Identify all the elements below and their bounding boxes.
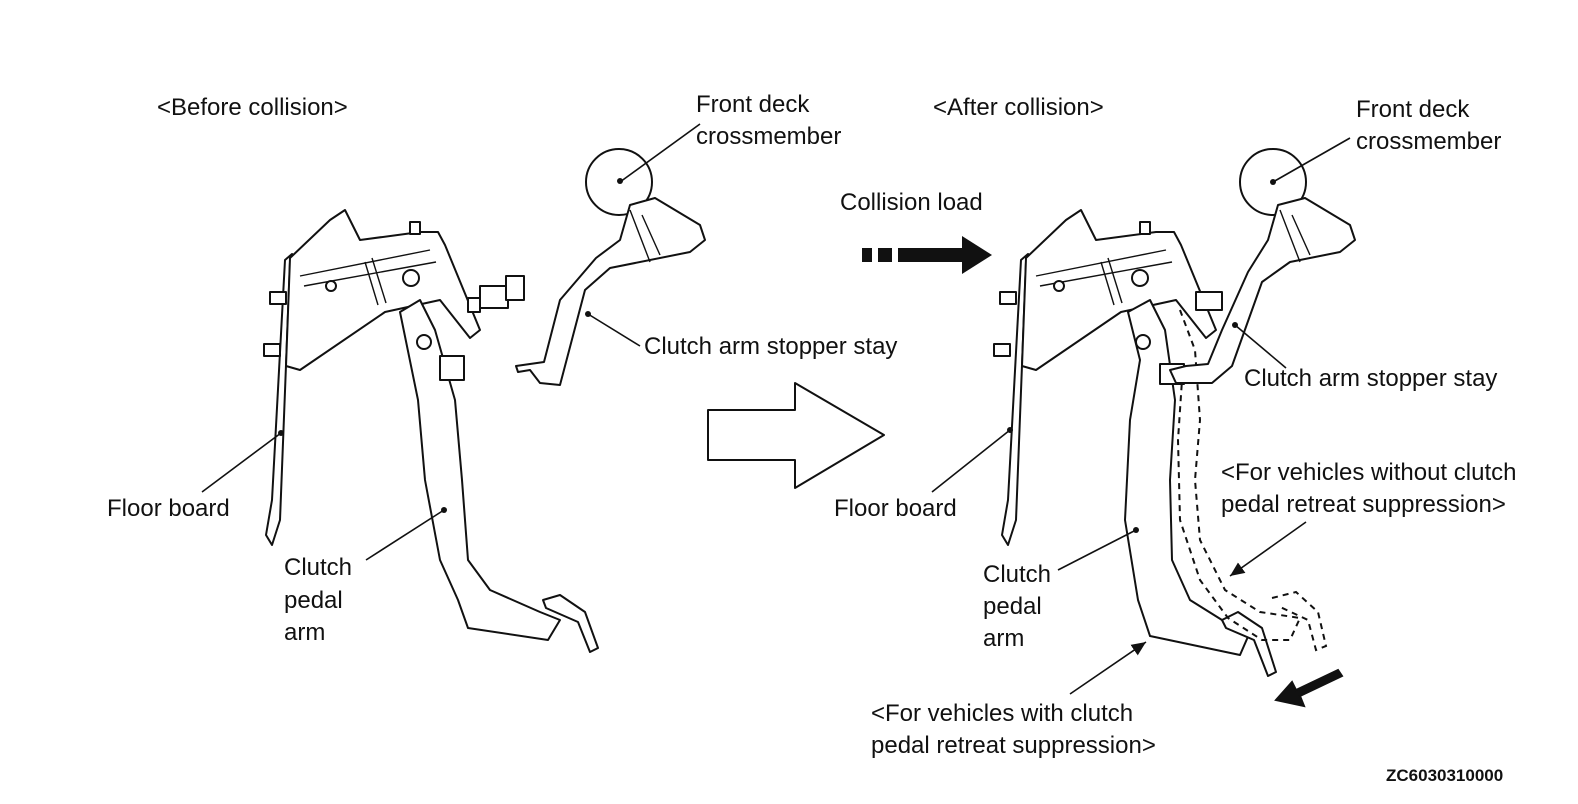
leader-front-deck-before — [619, 123, 701, 183]
leader-floor-before — [201, 432, 282, 493]
leader-floor-after — [931, 429, 1011, 493]
after-floor-board-label: Floor board — [834, 495, 957, 522]
before-pedal-arm — [399, 299, 561, 641]
pedal-retreat-arrow — [1274, 668, 1344, 708]
before-pedal-arm-label-3: arm — [284, 619, 326, 646]
before-stopper-stay — [515, 197, 706, 386]
before-collision-title: <Before collision> — [157, 94, 348, 121]
after-pedal-arm-label-1: Clutch — [983, 561, 1052, 588]
before-assembly — [263, 148, 706, 653]
collision-load-arrow — [862, 236, 992, 274]
after-pedal-arm-dashed — [1176, 309, 1302, 641]
without-suppression-label-2: pedal retreat suppression> — [1221, 491, 1506, 518]
after-pedal-pad — [1221, 611, 1277, 677]
leader-with-suppression — [1069, 641, 1147, 695]
before-stopper-stay-label: Clutch arm stopper stay — [644, 333, 898, 360]
before-pedal-pad — [542, 594, 599, 653]
after-stopper-stay-label: Clutch arm stopper stay — [1244, 365, 1498, 392]
leader-stay-before — [587, 313, 641, 347]
figure-code: ZC6030310000 — [1386, 766, 1504, 785]
leader-stay-after — [1234, 324, 1287, 369]
with-suppression-label-1: <For vehicles with clutch — [871, 700, 1134, 727]
leader-without-suppression — [1229, 521, 1307, 577]
transition-arrow — [707, 382, 885, 489]
before-pedal-bracket — [285, 209, 481, 371]
before-front-deck-label-2: crossmember — [696, 123, 842, 150]
collision-load-label: Collision load — [840, 189, 983, 216]
after-stopper-stay — [1169, 197, 1356, 384]
after-pedal-arm-label-3: arm — [983, 625, 1025, 652]
after-front-deck-label-2: crossmember — [1356, 128, 1502, 155]
after-assembly — [993, 148, 1356, 708]
with-suppression-label-2: pedal retreat suppression> — [871, 732, 1156, 759]
leader-pedal-before — [365, 509, 445, 561]
before-pedal-arm-label-2: pedal — [284, 587, 343, 614]
before-front-deck-label-1: Front deck — [696, 91, 810, 118]
after-front-deck-label-1: Front deck — [1356, 96, 1470, 123]
before-pedal-arm-label-1: Clutch — [284, 554, 353, 581]
leader-pedal-after — [1057, 529, 1137, 571]
after-pedal-bracket — [1021, 209, 1217, 371]
without-suppression-label-1: <For vehicles without clutch — [1221, 459, 1517, 486]
after-collision-title: <After collision> — [933, 94, 1104, 121]
after-pedal-arm-label-2: pedal — [983, 593, 1042, 620]
before-floor-board-label: Floor board — [107, 495, 230, 522]
leader-front-deck-after — [1272, 137, 1351, 183]
